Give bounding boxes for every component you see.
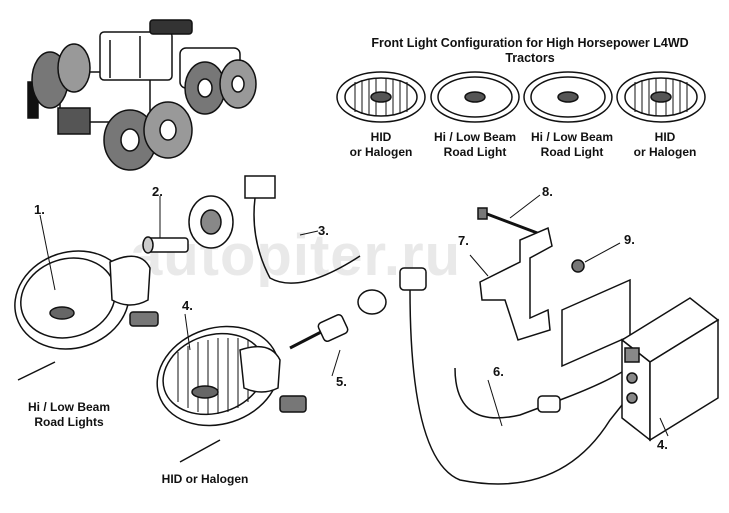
caption-road-lights-line1: Hi / Low Beam [27,400,110,414]
config-label-4-line1: HID [654,130,676,144]
diagram-title: Front Light Configuration for High Horse… [371,36,689,50]
callout-7: 7. [458,233,469,248]
config-label-2-line2: Road Light [443,145,507,159]
part-3-harness [244,175,361,284]
callout-1: 1. [34,202,45,217]
callout-8: 8. [542,184,553,199]
caption-road-lights-line2: Road Lights [34,415,104,429]
tractor-illustration [27,19,257,171]
dust-cap [188,195,234,249]
part-8-bolt [477,194,541,236]
callout-5: 5. [336,374,347,389]
callout-4-lamp: 4. [182,298,193,313]
config-label-4-line2: or Halogen [633,145,697,159]
config-lamp-road-left [430,71,520,123]
config-label-3-line2: Road Light [540,145,604,159]
callout-3: 3. [318,223,329,238]
callout-4-ballast: 4. [657,437,668,452]
part-9-nut [571,242,621,273]
part-2-bulb [142,196,189,254]
part-5-igniter [289,289,387,377]
config-label-3-line1: Hi / Low Beam [530,130,613,144]
callout-6: 6. [493,364,504,379]
part-7-bracket [469,226,553,341]
part-6-cable [399,267,623,485]
caption-hid-halogen: HID or Halogen [161,472,249,486]
diagram-subtitle: Tractors [505,51,555,65]
config-lamp-road-right [523,71,613,123]
callout-9: 9. [624,232,635,247]
part-1-road-light [14,214,159,381]
config-label-1-line2: or Halogen [349,145,413,159]
config-label-2-line1: Hi / Low Beam [433,130,516,144]
config-lamp-hid-right [616,71,706,123]
config-label-1-line1: HID [370,130,392,144]
part-4-ballast [561,278,720,442]
callout-2: 2. [152,184,163,199]
part-4-hid-lamp [156,313,307,463]
config-lamp-hid-left [336,71,426,123]
